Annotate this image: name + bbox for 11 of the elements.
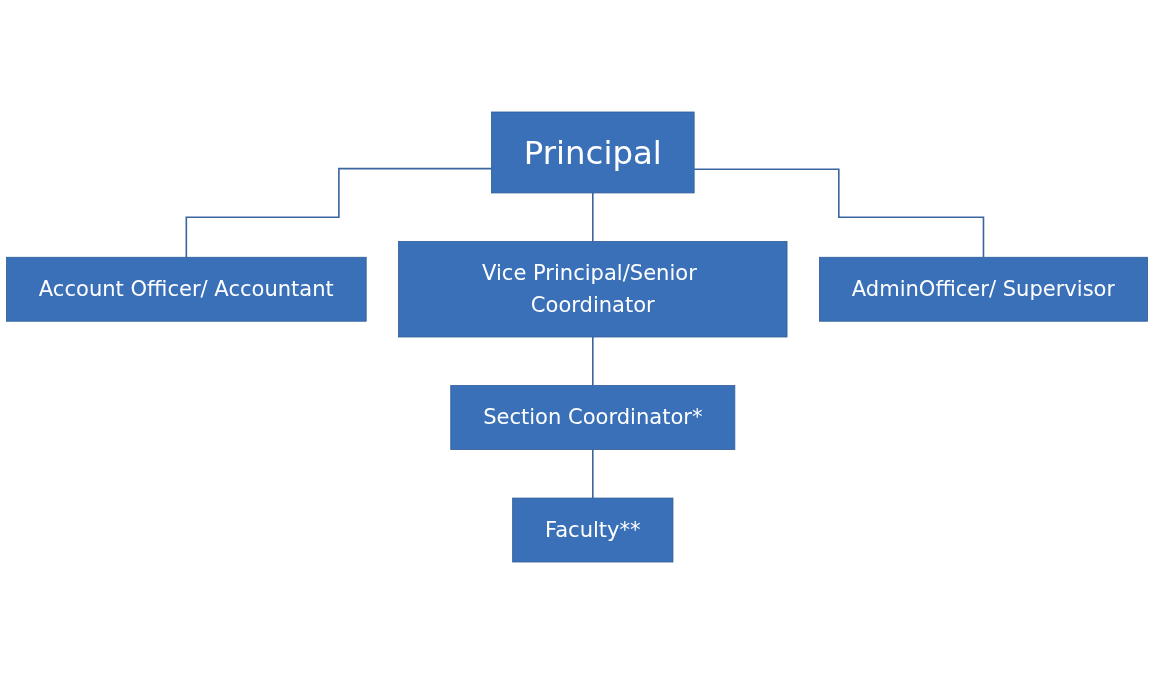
connector <box>693 168 985 259</box>
node-box: Account Officer/ Accountant <box>6 256 367 322</box>
node-box: Vice Principal/Senior Coordinator <box>398 241 788 338</box>
node-box: AdminOfficer/ Supervisor <box>819 256 1148 322</box>
node-box: Principal <box>491 111 695 194</box>
node-box: Section Coordinator* <box>450 385 736 450</box>
connector <box>592 336 594 387</box>
connector <box>592 448 594 499</box>
connector <box>185 167 493 259</box>
connector <box>592 192 594 243</box>
node-box: Faculty** <box>512 497 674 563</box>
